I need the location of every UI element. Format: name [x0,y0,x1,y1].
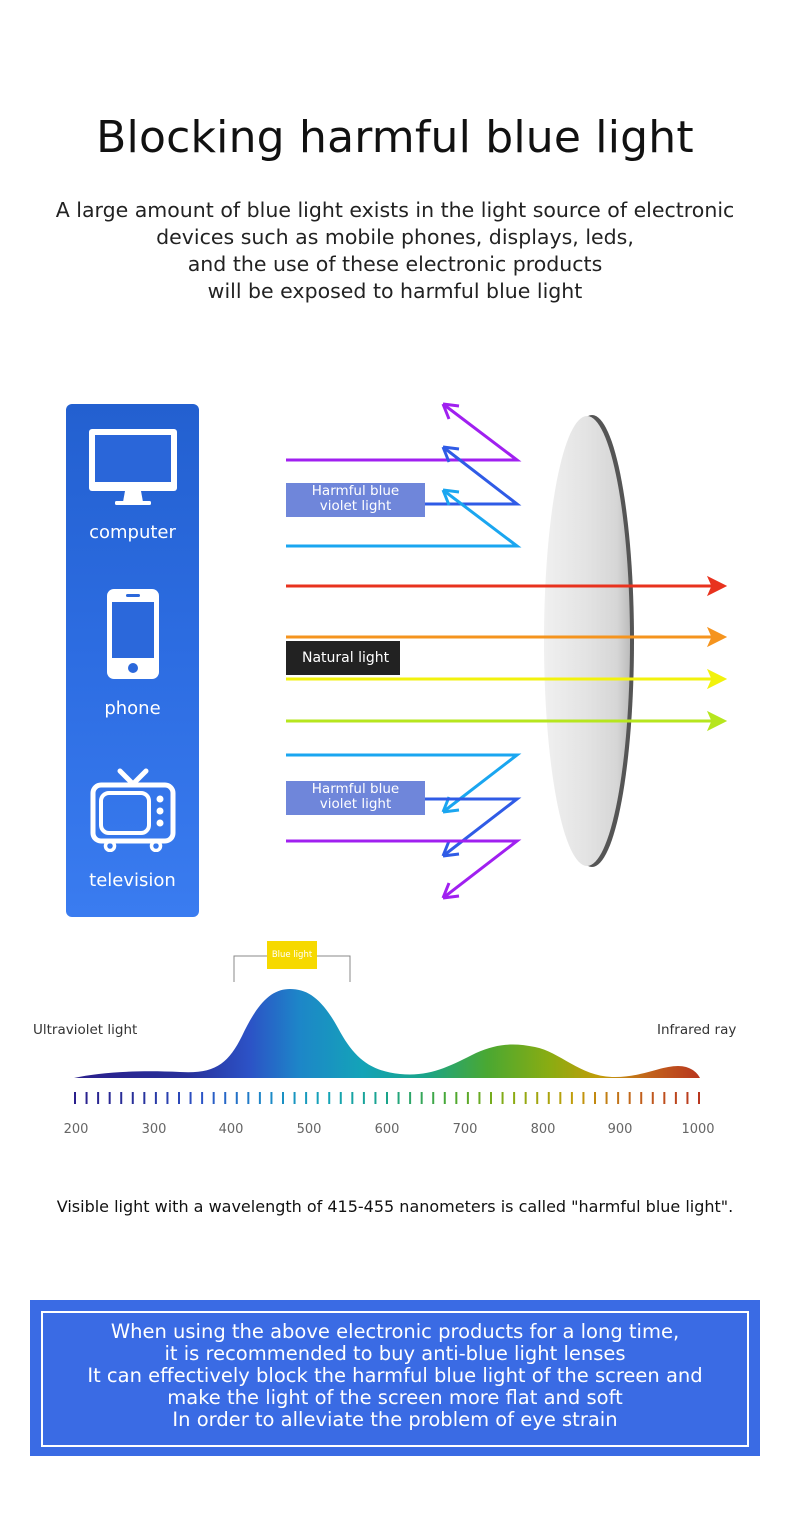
light-spectrum [74,955,700,1104]
tick-label: 500 [296,1122,322,1137]
blue-ray-bottom [403,797,522,858]
tick-label: 300 [141,1122,167,1137]
recommendation-line: make the light of the screen more flat a… [167,1386,623,1409]
tick-label: 900 [607,1122,633,1137]
harmful-rays-top [286,402,522,548]
sky-ray-top [286,488,522,548]
tick-label: 700 [452,1122,478,1137]
intro-line: A large amount of blue light exists in t… [55,198,735,222]
harmful-rays-bottom [286,753,522,900]
lens [544,415,634,867]
tick-label: 1000 [681,1122,715,1137]
recommendation-box: When using the above electronic products… [30,1300,760,1456]
blue-light-tag: Blue light [267,941,317,969]
caption: Visible light with a wavelength of 415-4… [56,1197,734,1216]
blue-ray-top [403,445,522,506]
device-label-phone: phone [104,698,161,719]
natural-rays [286,575,728,732]
infrared-label: Infrared ray [657,1022,737,1038]
intro-line: and the use of these electronic products [187,252,603,276]
sky-ray-bottom [286,753,522,814]
violet-ray-bottom [286,839,522,900]
computer-monitor-icon [89,429,177,505]
tag-line: Harmful blue [311,483,400,499]
recommendation-frame: When using the above electronic products… [41,1311,749,1447]
recommendation-line: It can effectively block the harmful blu… [87,1364,703,1387]
tag-line: violet light [319,498,392,514]
harmful-light-tag-top: Harmful blue violet light [286,483,425,517]
harmful-light-tag-bottom: Harmful blue violet light [286,781,425,815]
ultraviolet-label: Ultraviolet light [33,1022,138,1038]
recommendation-text: When using the above electronic products… [43,1321,747,1431]
page-title: Blocking harmful blue light [96,112,694,163]
intro-line: will be exposed to harmful blue light [207,279,583,303]
light-ray-diagram [286,402,728,900]
intro-paragraph: A large amount of blue light exists in t… [0,197,790,305]
device-panel: computer phone television [66,404,199,917]
recommendation-line: When using the above electronic products… [110,1320,680,1343]
device-label-television: television [89,870,176,891]
tick-label: 400 [218,1122,244,1137]
tag-line: violet light [319,796,392,812]
spectrum-curve [74,989,700,1078]
tick-label: 200 [63,1122,89,1137]
tick-label: 800 [530,1122,556,1137]
tag-line: Harmful blue [311,781,400,797]
intro-line: devices such as mobile phones, displays,… [156,225,634,249]
natural-light-tag: Natural light [286,641,400,675]
violet-ray-top [286,402,522,462]
television-icon [90,768,176,852]
recommendation-line: it is recommended to buy anti-blue light… [164,1342,626,1365]
tick-label: 600 [374,1122,400,1137]
smartphone-icon [107,589,159,679]
recommendation-line: In order to alleviate the problem of eye… [172,1408,618,1431]
wavelength-ticks [74,1092,700,1104]
device-label-computer: computer [89,522,176,543]
